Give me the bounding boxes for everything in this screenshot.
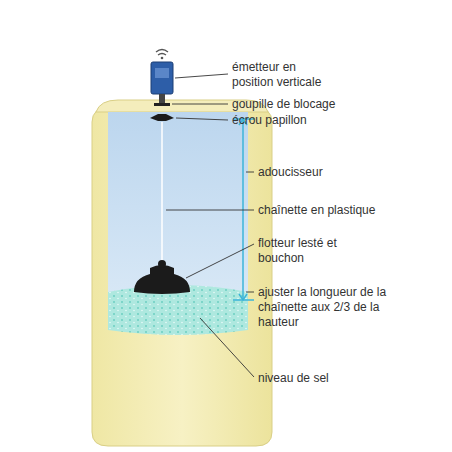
emitter-panel (155, 68, 169, 78)
float-label: flotteur lesté et bouchon (258, 236, 346, 266)
wifi-dot (161, 57, 164, 60)
pin-label: goupille de blocage (232, 97, 412, 112)
tank-body (92, 106, 272, 446)
salt-level-label: niveau de sel (258, 371, 438, 386)
wing-nut (150, 114, 174, 121)
chain (161, 122, 163, 268)
chain-label: chaînette en plastique (258, 203, 438, 218)
float-plug (158, 260, 166, 268)
locking-pin (154, 103, 170, 106)
nut-label: écrou papillon (232, 113, 412, 128)
adjust-note: ajuster la longueur de la chaînette aux … (258, 285, 396, 330)
float (134, 265, 190, 294)
wifi-symbol (156, 50, 168, 56)
softener-label: adoucisseur (258, 165, 438, 180)
emitter (151, 62, 173, 94)
emitter-label: émetteur en position verticale (232, 60, 337, 90)
height-bracket (233, 119, 254, 300)
brine-tank (108, 112, 248, 302)
emitter-stem (159, 94, 165, 104)
